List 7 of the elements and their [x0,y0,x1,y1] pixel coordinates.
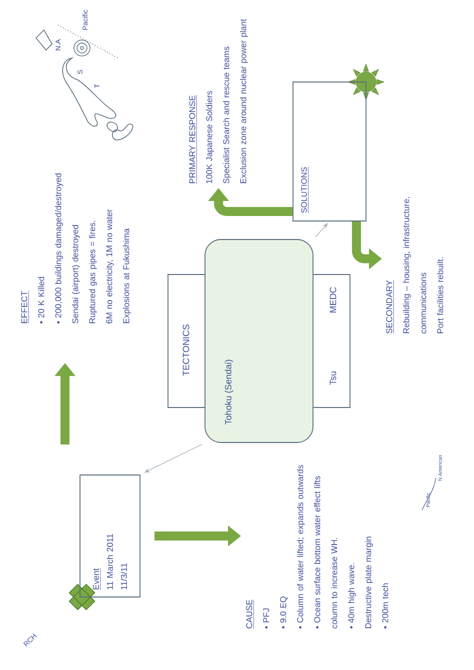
cause-notes: CAUSE • PFJ • 9.0 EQ • Column of water lifted; expands outwards • Ocean surface bottom water effect lifts column to increase WH. • 40m high wave. Destructive plate margin • 200m tech [246,465,388,629]
solutions-box: SOLUTIONS [292,82,366,222]
effect-notes: EFFECT • 20 K Killed • 200,000 buildings damaged/destroyed Sendai (airport) destroyed Ruptured gas pipes = fires. 6M no electricity, 1M no water Explosions at Fukushima [21,174,131,324]
secondary-response-notes: SECONDARY Rebuilding – housing, infrastructure, communications Port facilities rebuilt. [386,197,444,334]
event-box: Event 11 March 2011 11/3/11 [80,474,140,598]
rounded-box: Tohoku (Sendai) [204,239,314,443]
primary-response-notes: PRIMARY RESPONSE 100K Japanese Soldiers Specialist Search and rescue teams Exclusion zone around nuclear power plant [189,19,248,184]
